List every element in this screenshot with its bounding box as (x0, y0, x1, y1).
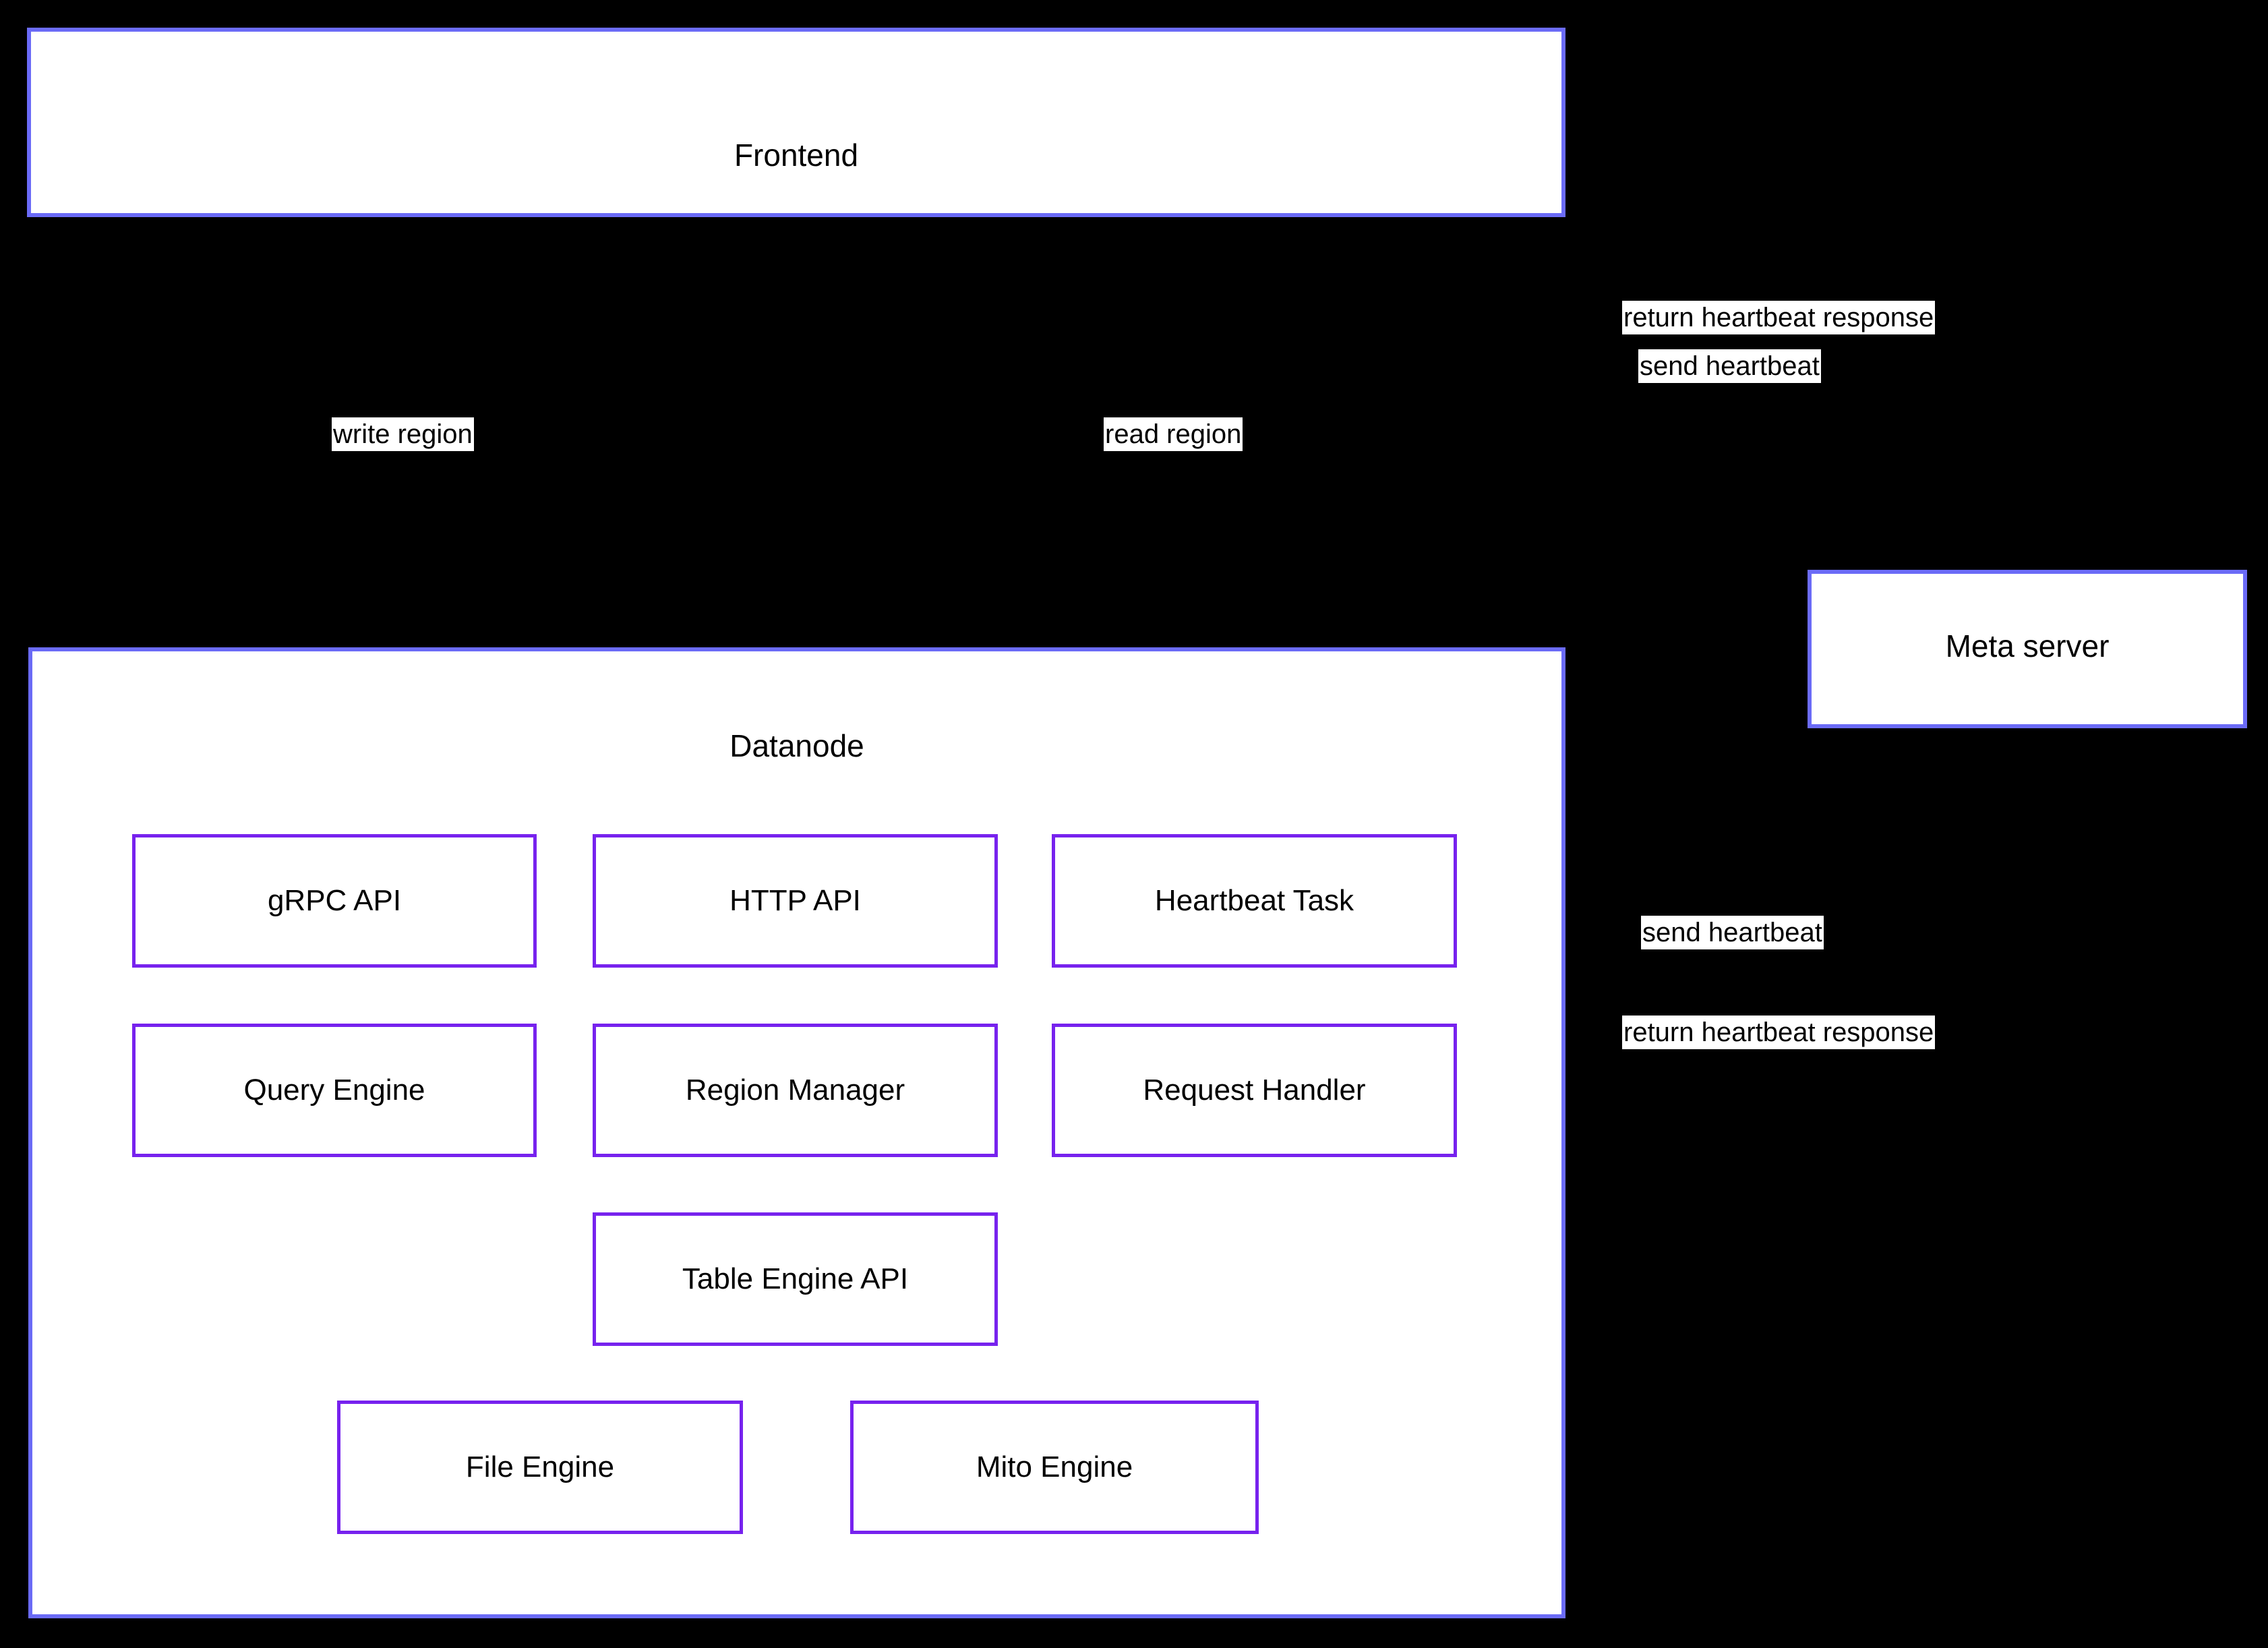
mito-engine-label: Mito Engine (976, 1450, 1133, 1483)
http-api-label: HTTP API (729, 883, 861, 917)
edge-label-send-heartbeat-bottom: send heartbeat (1641, 916, 1824, 949)
edge-label-send-heartbeat-top: send heartbeat (1638, 349, 1821, 383)
edge-meta-to-datanode-return-heartbeat (1563, 730, 2022, 872)
heartbeat-task-box[interactable]: Heartbeat Task (1052, 834, 1457, 968)
table-engine-api-box[interactable]: Table Engine API (593, 1212, 998, 1346)
query-engine-label: Query Engine (243, 1073, 425, 1107)
grpc-api-box[interactable]: gRPC API (132, 834, 537, 968)
http-api-box[interactable]: HTTP API (593, 834, 998, 968)
frontend-label: Frontend (734, 138, 859, 173)
mito-engine-box[interactable]: Mito Engine (850, 1401, 1259, 1534)
grpc-api-label: gRPC API (267, 883, 402, 917)
request-handler-label: Request Handler (1143, 1073, 1366, 1107)
edge-label-return-heartbeat-response-bottom: return heartbeat response (1622, 1016, 1936, 1049)
request-handler-box[interactable]: Request Handler (1052, 1024, 1457, 1157)
meta-server-node[interactable]: Meta server (1808, 570, 2247, 728)
edge-frontend-to-meta-send-heartbeat (1563, 365, 1917, 572)
heartbeat-task-label: Heartbeat Task (1154, 883, 1354, 917)
region-manager-label: Region Manager (685, 1073, 905, 1107)
meta-server-label: Meta server (1945, 628, 2110, 664)
query-engine-box[interactable]: Query Engine (132, 1024, 537, 1157)
frontend-node[interactable]: Frontend (27, 28, 1565, 217)
edge-label-write-region: write region (332, 417, 474, 451)
datanode-label: Datanode (729, 728, 864, 763)
edge-label-read-region: read region (1104, 417, 1243, 451)
file-engine-box[interactable]: File Engine (337, 1401, 743, 1534)
edge-label-return-heartbeat-response-top: return heartbeat response (1622, 301, 1936, 334)
region-manager-box[interactable]: Region Manager (593, 1024, 998, 1157)
table-engine-api-label: Table Engine API (682, 1262, 909, 1295)
file-engine-label: File Engine (465, 1450, 615, 1483)
